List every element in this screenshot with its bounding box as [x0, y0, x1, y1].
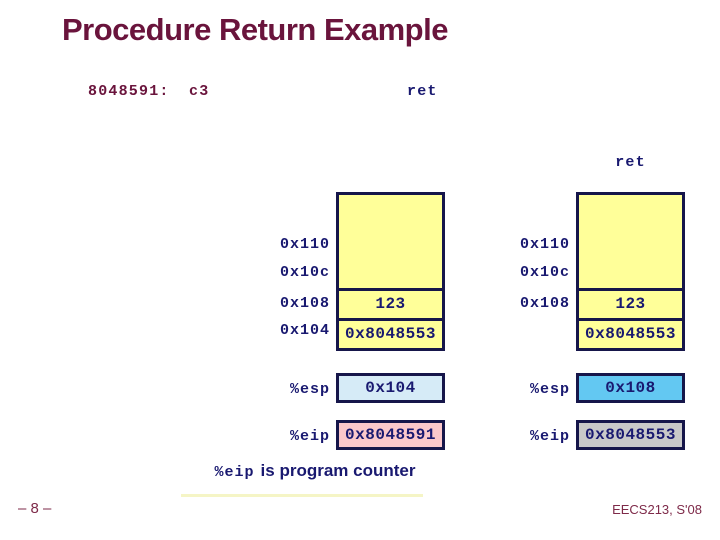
before-stack-mid-value: 123	[375, 295, 406, 313]
before-addr-0x108: 0x108	[279, 295, 330, 312]
footer-course-label: EECS213, S'08	[612, 502, 702, 517]
after-stack-mid-value: 123	[615, 295, 646, 313]
code-address: 8048591:	[88, 83, 170, 100]
after-stack-bottom-value: 0x8048553	[585, 325, 676, 343]
caption-text: is program counter	[260, 461, 416, 480]
before-stack-bottom-value: 0x8048553	[345, 325, 436, 343]
after-stack-top-cell	[576, 192, 685, 291]
caption: %eip is program counter	[150, 461, 480, 481]
before-esp-label: %esp	[289, 381, 330, 398]
after-addr-0x10c: 0x10c	[519, 264, 570, 281]
after-esp-value-box: 0x108	[576, 373, 685, 403]
after-stack-bottom-cell: 0x8048553	[576, 318, 685, 351]
before-eip-value-box: 0x8048591	[336, 420, 445, 450]
before-addr-0x10c: 0x10c	[279, 264, 330, 281]
before-addr-0x110: 0x110	[279, 236, 330, 253]
before-stack-mid-cell: 123	[336, 288, 445, 321]
after-addr-0x110: 0x110	[519, 236, 570, 253]
before-stack-bottom-cell: 0x8048553	[336, 318, 445, 351]
before-stack-top-cell	[336, 192, 445, 291]
after-eip-label: %eip	[529, 428, 570, 445]
before-addr-0x104: 0x104	[279, 322, 330, 339]
before-esp-value-box: 0x104	[336, 373, 445, 403]
page-title: Procedure Return Example	[62, 12, 448, 47]
after-eip-value-box: 0x8048553	[576, 420, 685, 450]
ret-instruction-label: ret	[615, 154, 646, 171]
after-stack-mid-cell: 123	[576, 288, 685, 321]
code-bytes: c3	[189, 83, 210, 100]
caption-register: %eip	[214, 464, 255, 481]
caption-underline	[181, 494, 423, 497]
before-eip-label: %eip	[289, 428, 330, 445]
after-esp-label: %esp	[529, 381, 570, 398]
code-mnemonic: ret	[407, 83, 438, 100]
footer-page-number: – 8 –	[18, 500, 52, 517]
after-addr-0x108: 0x108	[519, 295, 570, 312]
